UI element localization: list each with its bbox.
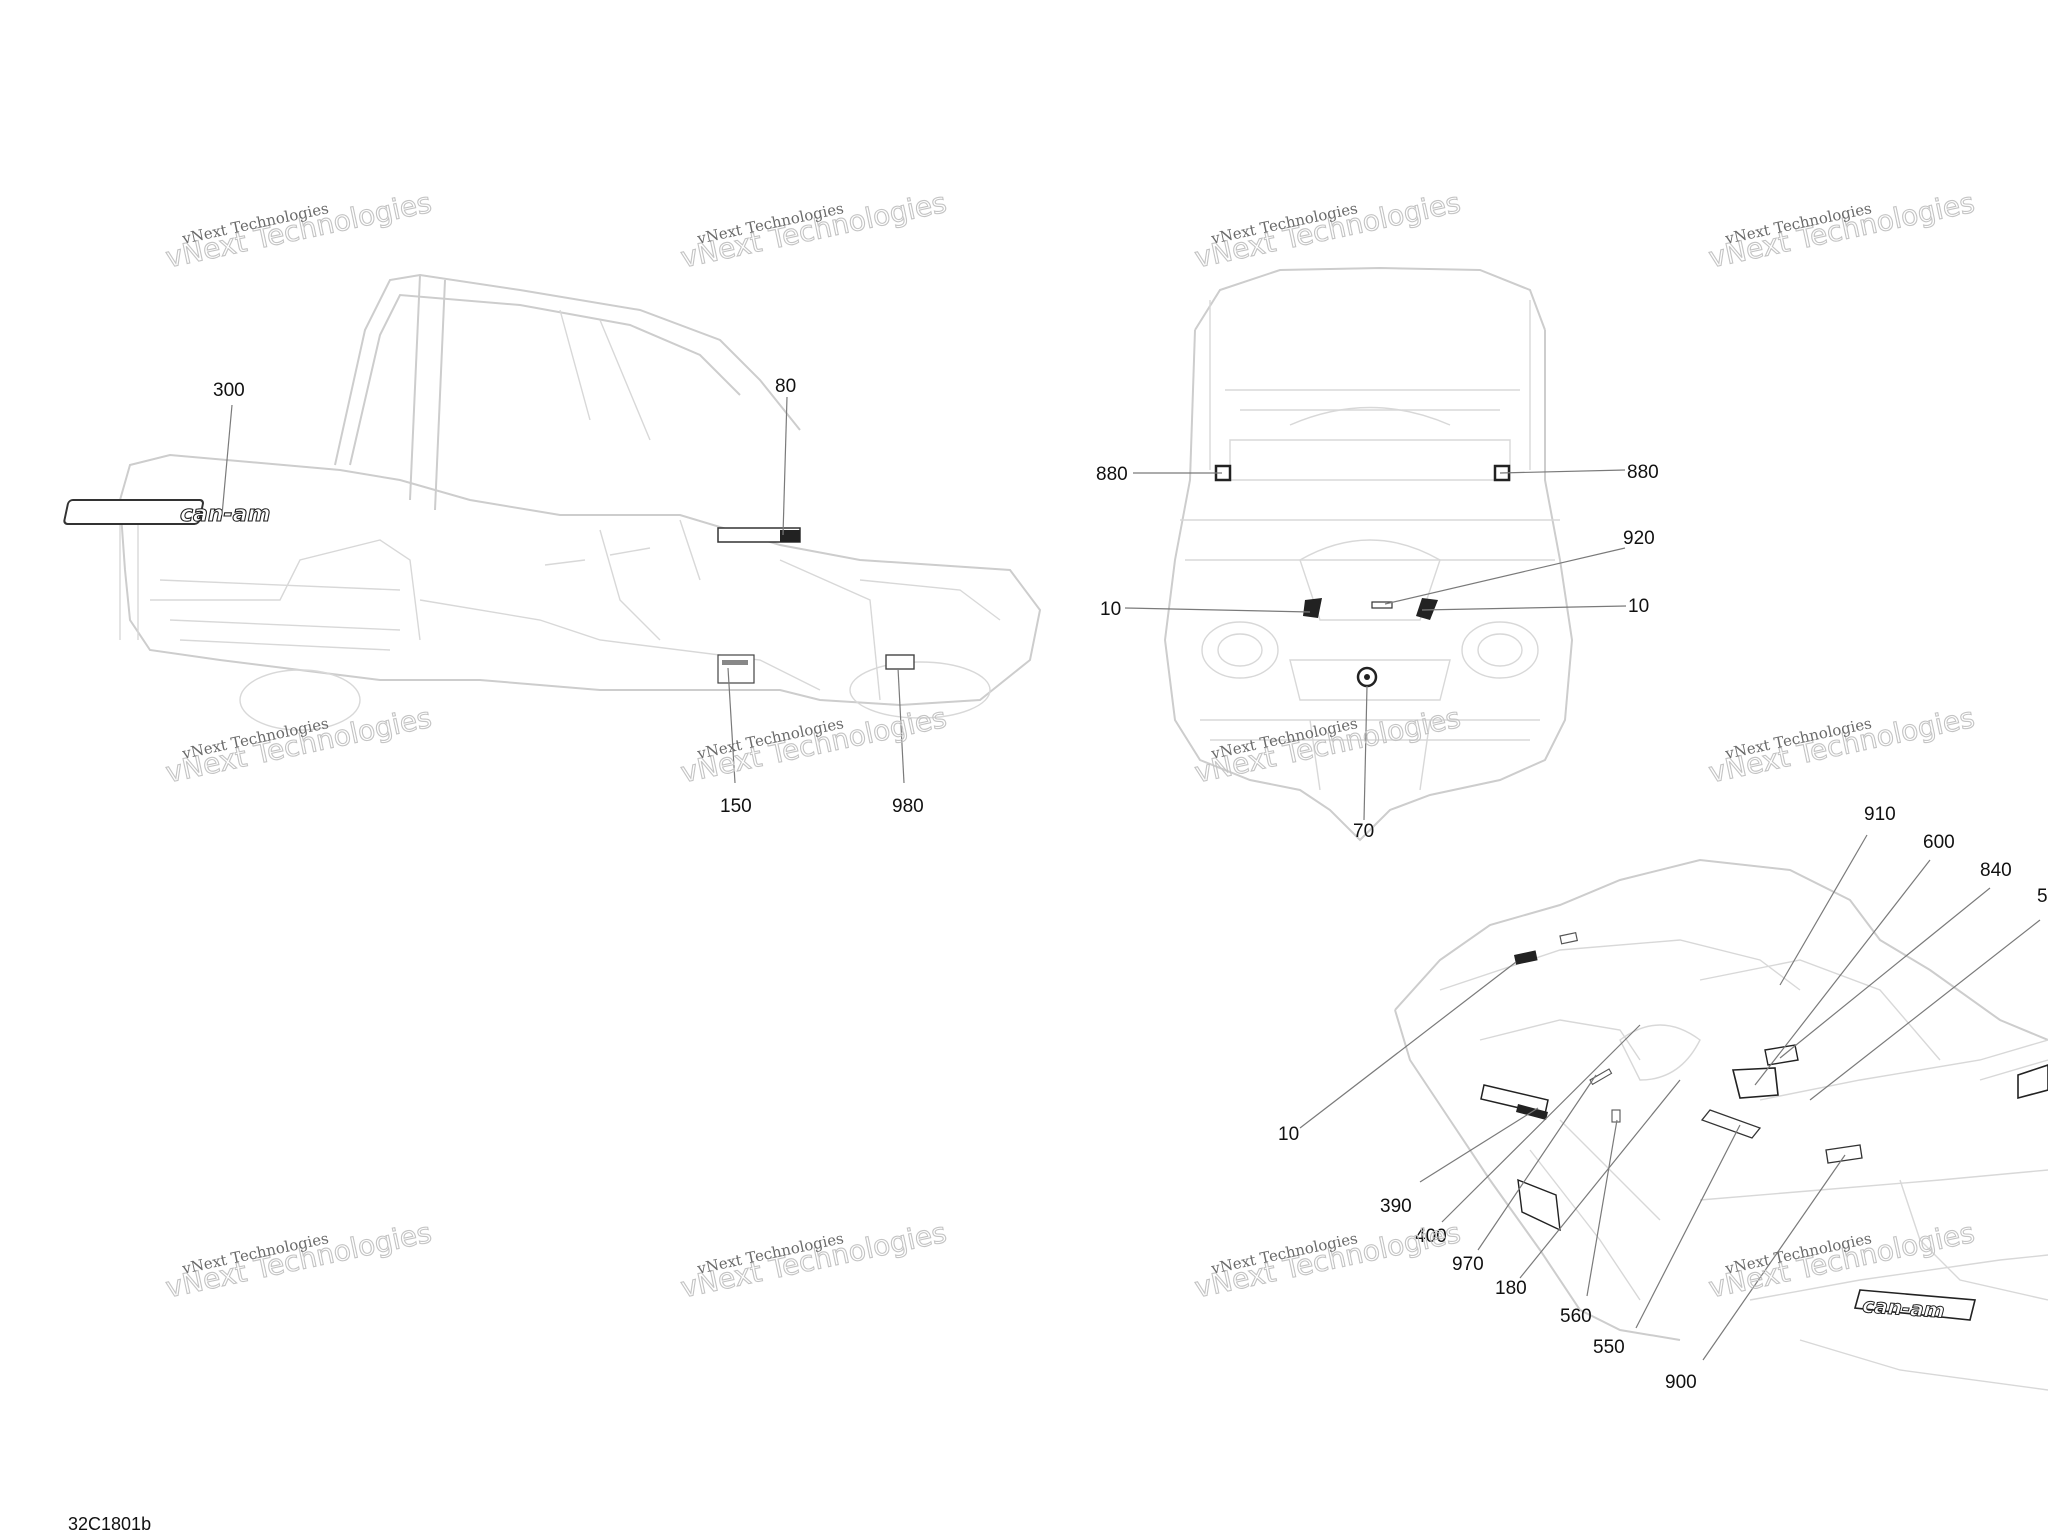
callout-550: 550 [1593,1337,1625,1358]
callout-10-right: 10 [1628,596,1649,617]
callout-70: 70 [1353,821,1374,842]
callout-180: 180 [1495,1278,1527,1299]
diagram-code: 32C1801b [68,1514,152,1534]
iso-can-am-logo: can-am [1862,1293,1946,1323]
side-can-am-logo: can-am [180,502,270,527]
callout-600: 600 [1923,832,1955,853]
callout-970: 970 [1452,1254,1484,1275]
callout-150: 150 [720,796,752,817]
callout-400: 400 [1415,1226,1447,1247]
callout-880-right: 880 [1627,462,1659,483]
watermarks: vNext Technologies vNext Technologies vN… [162,185,1978,1305]
callout-560: 560 [1560,1306,1592,1327]
front-view-vehicle [1163,266,1574,842]
isometric-view-vehicle: can-am [1394,858,2048,1391]
callout-900: 900 [1665,1372,1697,1393]
front-callouts: 880 880 920 10 10 70 [1096,462,1659,842]
callout-390: 390 [1380,1196,1412,1217]
side-callouts: 300 80 150 980 [213,376,924,817]
callout-840: 840 [1980,860,2012,881]
isometric-callouts: 910 600 840 5 10 390 400 970 180 560 550… [1278,804,2048,1393]
callout-980: 980 [892,796,924,817]
callout-910: 910 [1864,804,1896,825]
side-view-vehicle: can-am [63,273,1042,731]
callout-10-left: 10 [1100,599,1121,620]
callout-5: 5 [2037,886,2048,907]
callout-920: 920 [1623,528,1655,549]
callout-iso-10: 10 [1278,1124,1299,1145]
callout-880-left: 880 [1096,464,1128,485]
callout-80: 80 [775,376,796,397]
callout-300: 300 [213,380,245,401]
